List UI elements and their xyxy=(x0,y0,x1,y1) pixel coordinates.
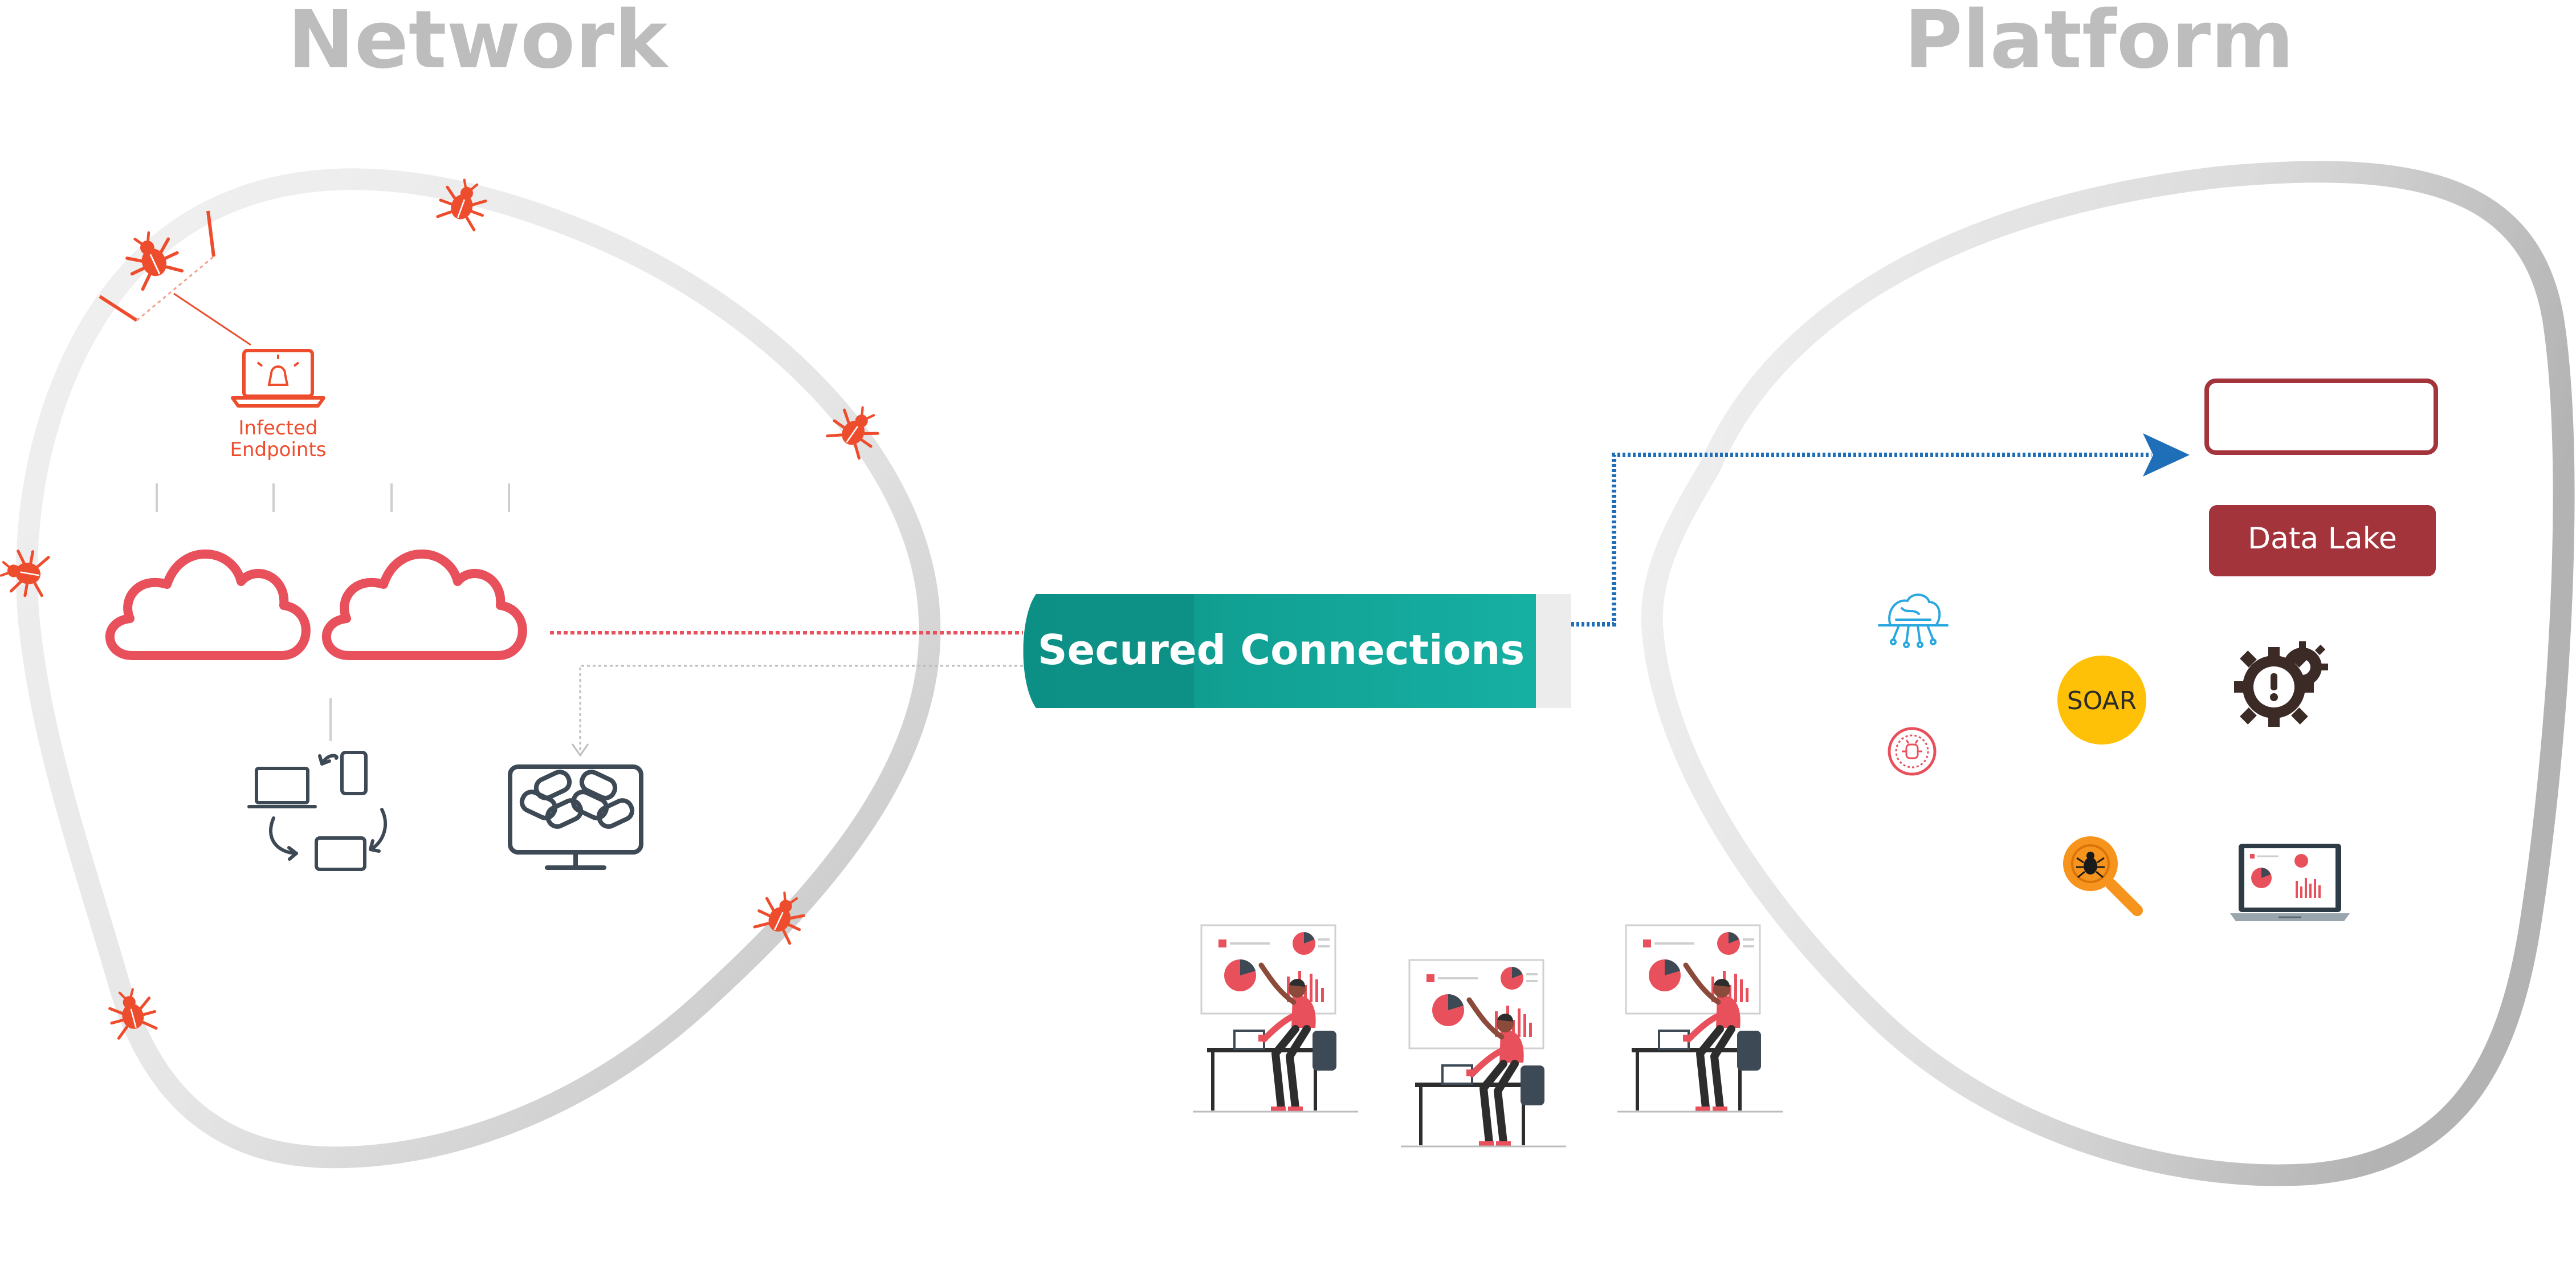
secured-connections-banner: Secured Connections xyxy=(1023,594,1571,708)
infected-endpoints-label: Infected xyxy=(239,417,318,440)
laptop-alert-icon xyxy=(231,349,325,408)
platform-flow-line xyxy=(1571,453,2151,627)
analyst-illustration xyxy=(1617,925,1783,1112)
analyst-illustration xyxy=(1401,960,1566,1146)
infected-endpoints-label-line2: Endpoints xyxy=(230,438,326,461)
gear-alert-icon xyxy=(2234,641,2328,727)
analyst-illustration xyxy=(1193,925,1358,1112)
platform-boundary xyxy=(1641,161,2575,1186)
secured-connections-label: Secured Connections xyxy=(1038,626,1525,674)
bug-search-icon xyxy=(2063,836,2143,916)
platform-heading: Platform xyxy=(1904,0,2294,87)
soar-label: SOAR xyxy=(2067,686,2137,715)
monitor-connector xyxy=(579,665,1023,751)
target-bracket xyxy=(99,210,251,346)
data-lake-label: Data Lake xyxy=(2248,522,2397,556)
malware-badge-icon xyxy=(1888,727,1937,776)
chained-monitor-icon xyxy=(508,764,643,870)
platform-empty-box xyxy=(2204,379,2438,455)
brain-circuit-icon xyxy=(1878,593,1949,648)
cloud-icon xyxy=(110,554,306,656)
network-heading: Network xyxy=(288,0,670,87)
device-sync-icon xyxy=(247,751,388,871)
soar-badge: SOAR xyxy=(2057,656,2146,745)
data-lake-pill: Data Lake xyxy=(2209,505,2436,576)
dashboard-laptop-icon xyxy=(2230,844,2350,921)
network-boundary xyxy=(16,168,941,1169)
cloud-icon xyxy=(327,554,523,656)
monitor-connector-arrow xyxy=(571,743,589,757)
platform-flow-arrowhead xyxy=(2143,433,2190,477)
separator-ticks xyxy=(156,483,510,512)
